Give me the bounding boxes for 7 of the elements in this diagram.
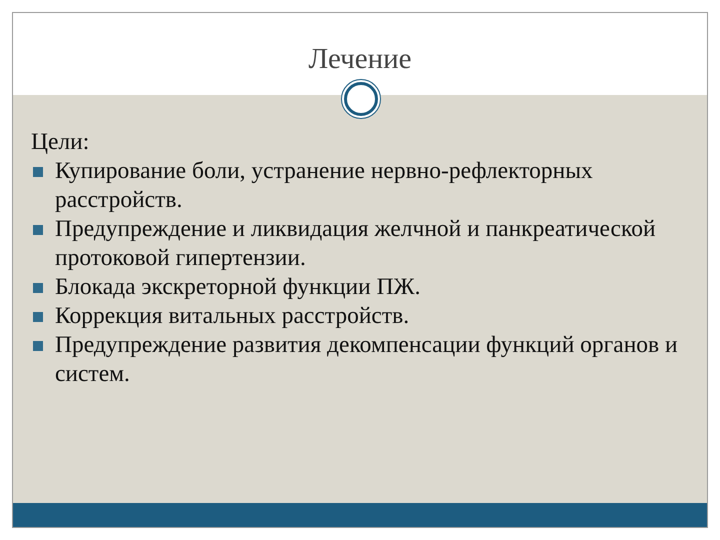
slide-title: Лечение xyxy=(308,43,412,76)
bullet-text: Предупреждение развития декомпенсации функций органов и систем. xyxy=(55,332,678,387)
bullet-text: Блокада экскреторной функции ПЖ. xyxy=(55,274,420,300)
bullet-text: Коррекция витальных расстройств. xyxy=(55,303,410,329)
bullet-text: Купирование боли, устранение нервно-рефлекторных расстройств. xyxy=(55,158,593,213)
list-heading: Цели: xyxy=(31,128,90,157)
bullet-text: Предупреждение и ликвидация желчной и панкреатической протоковой гипертензии. xyxy=(55,216,656,271)
